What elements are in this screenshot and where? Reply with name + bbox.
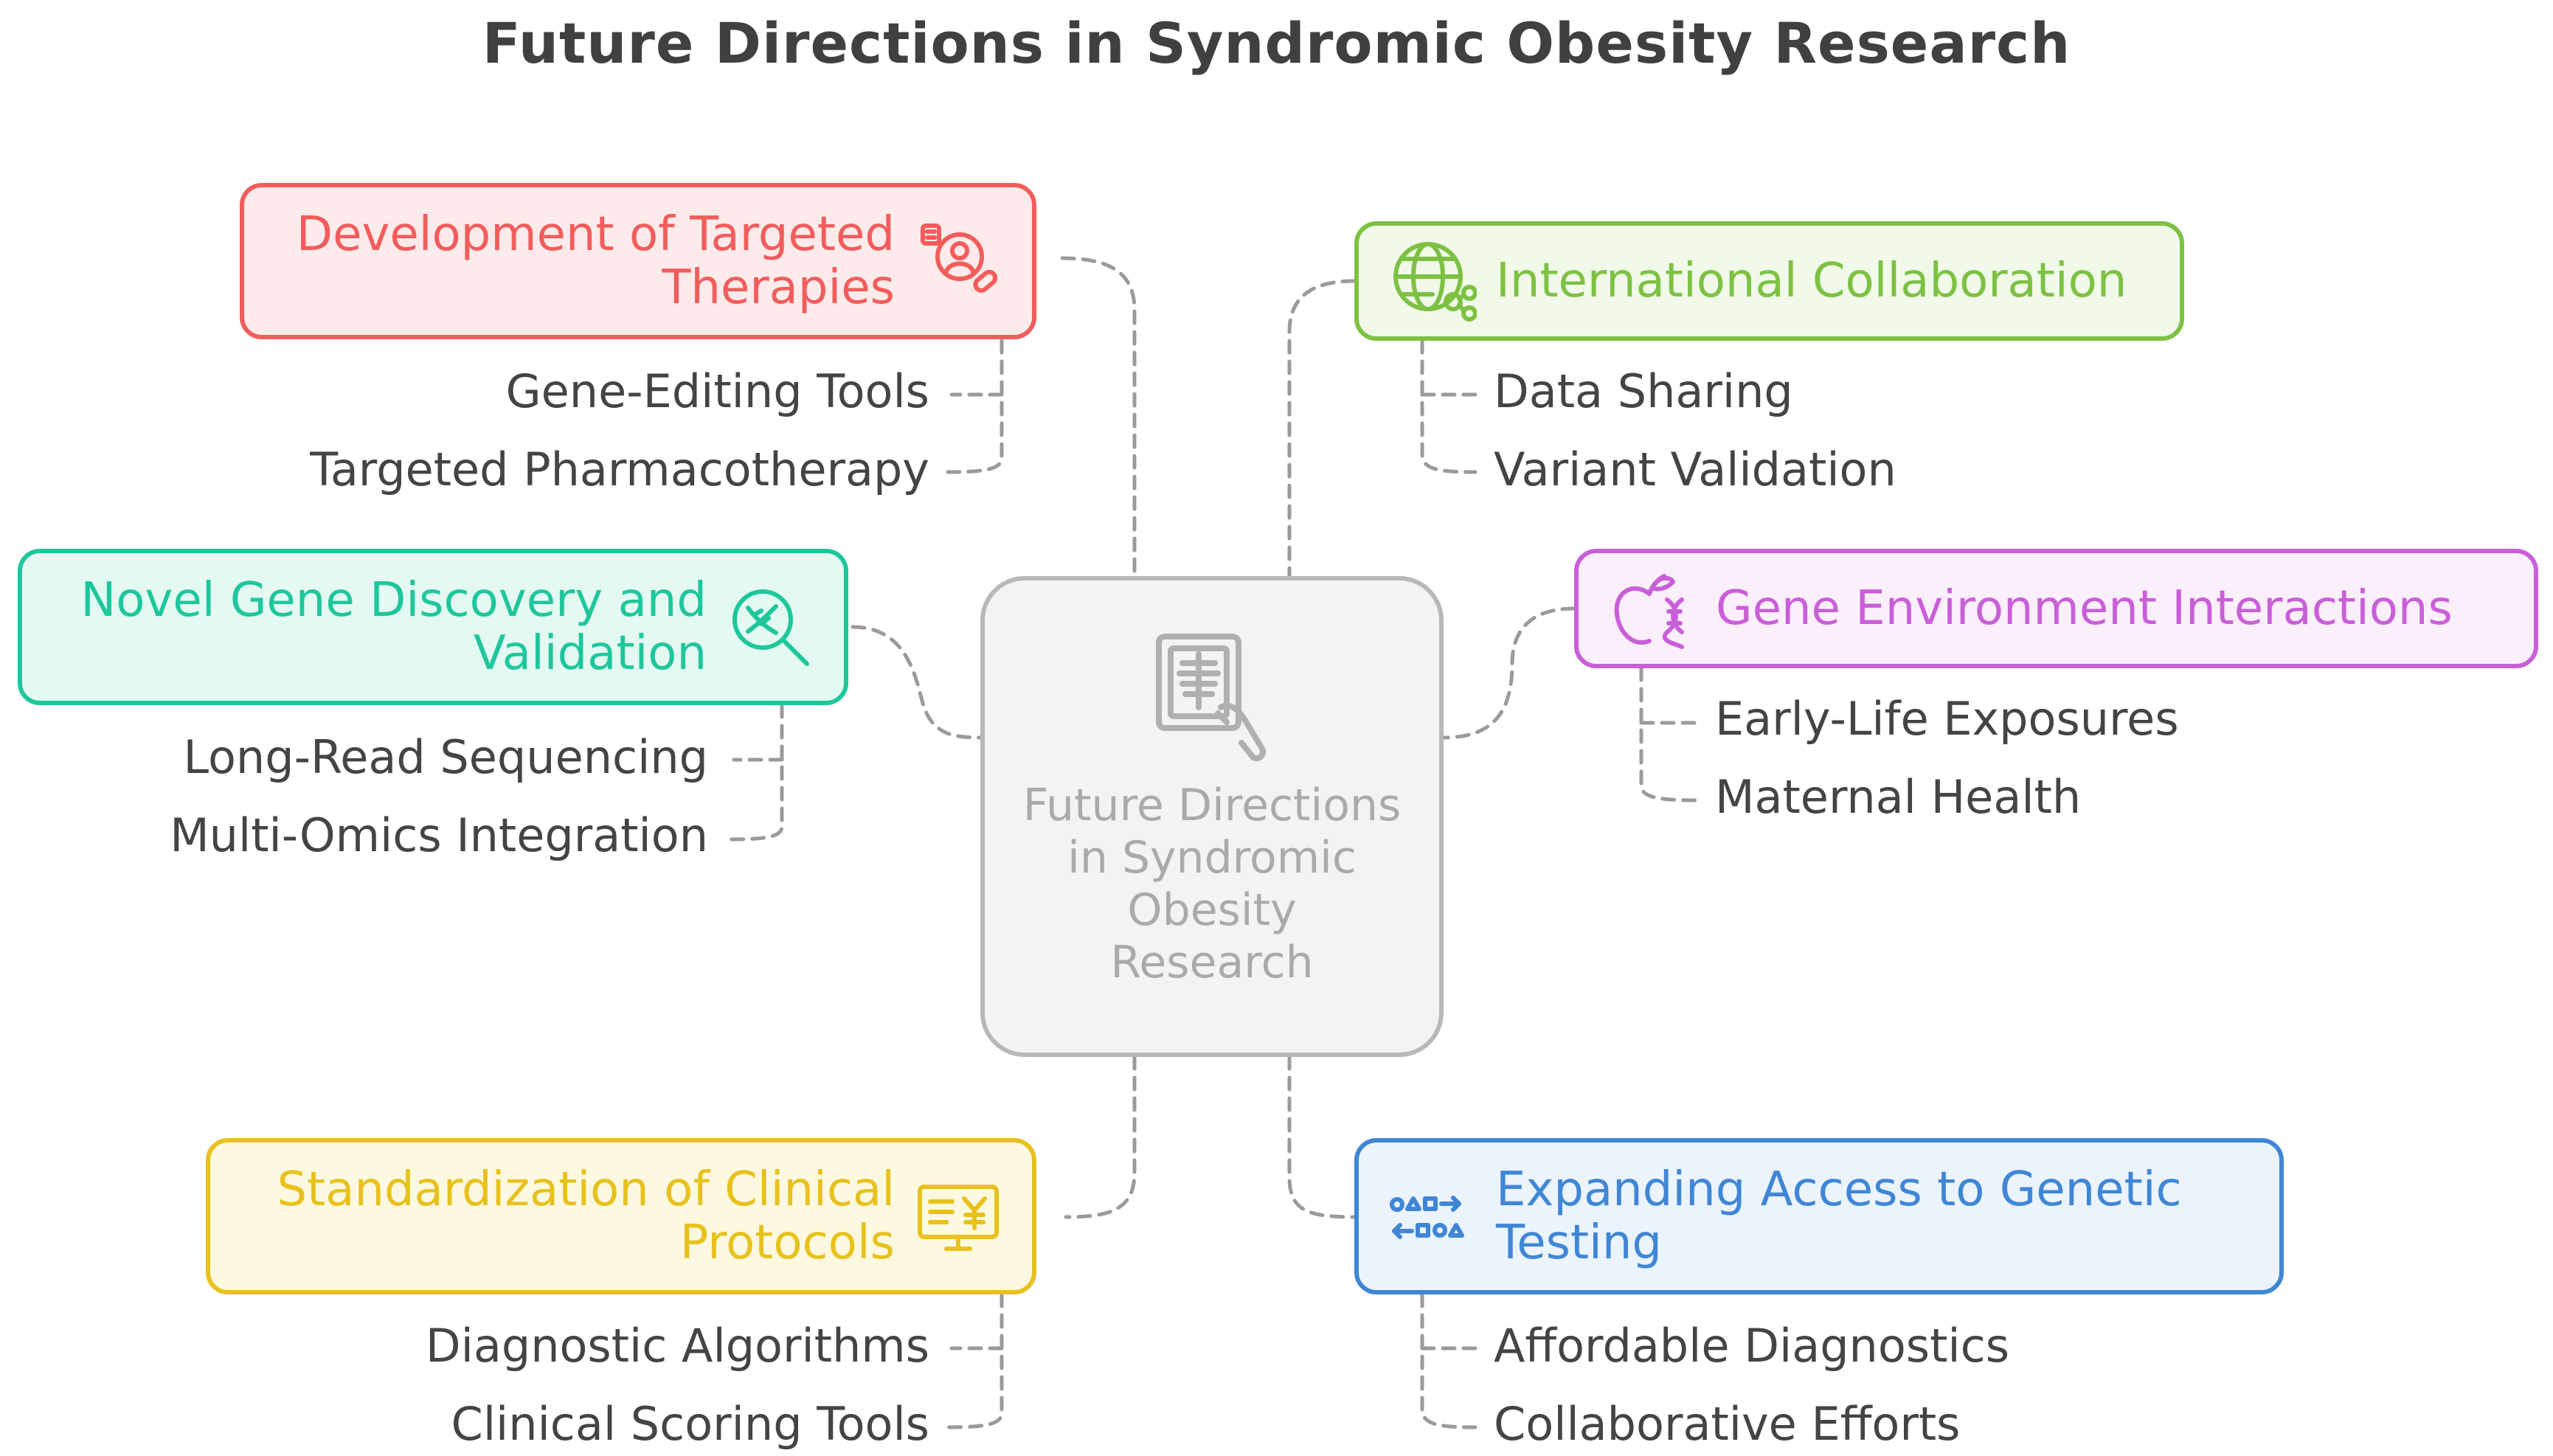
connector-subs-international-collaboration xyxy=(1420,339,1478,474)
subtopic-diagnostic-algorithms: Diagnostic Algorithms xyxy=(425,1319,929,1373)
topic-standardization-clinical-protocols: Standardization of Clinical Protocols xyxy=(206,1138,1036,1294)
topic-label: Standardization of Clinical Protocols xyxy=(277,1162,896,1270)
connector-genetic-testing xyxy=(1287,1055,1357,1219)
topic-novel-gene-discovery: Novel Gene Discovery and Validation xyxy=(18,549,848,705)
subtopic-data-sharing: Data Sharing xyxy=(1494,364,1793,418)
xray-icon xyxy=(1138,625,1286,772)
subtopic-affordable-diagnostics: Affordable Diagnostics xyxy=(1494,1319,2010,1373)
connector-subs-novel-gene-discovery xyxy=(728,703,784,842)
targeted-therapy-icon xyxy=(914,217,1002,305)
subtopic-maternal-health: Maternal Health xyxy=(1715,770,2082,824)
dna-magnifier-icon xyxy=(726,583,814,671)
protocol-monitor-icon xyxy=(914,1172,1002,1261)
central-node: Future Directions in Syndromic Obesity R… xyxy=(980,576,1444,1057)
subtopic-collaborative-efforts: Collaborative Efforts xyxy=(1494,1397,1961,1451)
central-node-label: Future Directions in Syndromic Obesity R… xyxy=(1022,780,1402,988)
topic-international-collaboration: International Collaboration xyxy=(1354,221,2184,341)
connector-subs-genetic-testing xyxy=(1420,1292,1478,1429)
topic-label: Development of Targeted Therapies xyxy=(296,207,895,315)
connector-gene-environment xyxy=(1441,606,1576,740)
connector-novel-gene-discovery xyxy=(851,625,983,740)
topic-gene-environment-interactions: Gene Environment Interactions xyxy=(1574,549,2538,668)
topic-label: Expanding Access to Genetic Testing xyxy=(1496,1162,2182,1270)
subtopic-gene-editing-tools: Gene-Editing Tools xyxy=(505,364,929,418)
connector-targeted-therapies xyxy=(1060,256,1137,578)
subtopic-targeted-pharmacotherapy: Targeted Pharmacotherapy xyxy=(310,443,929,496)
topic-expanding-access-genetic-testing: Expanding Access to Genetic Testing xyxy=(1354,1138,2284,1294)
subtopic-clinical-scoring-tools: Clinical Scoring Tools xyxy=(451,1397,929,1451)
shapes-flow-icon xyxy=(1388,1172,1477,1261)
topic-label: Gene Environment Interactions xyxy=(1716,581,2453,636)
subtopic-long-read-sequencing: Long-Read Sequencing xyxy=(183,730,708,784)
topic-targeted-therapies: Development of Targeted Therapies xyxy=(240,183,1036,339)
topic-label: Novel Gene Discovery and Validation xyxy=(80,573,707,681)
apple-dna-icon xyxy=(1608,564,1697,653)
connector-international-collaboration xyxy=(1287,279,1357,578)
connector-subs-targeted-therapies xyxy=(946,339,1004,474)
globe-network-icon xyxy=(1388,237,1477,325)
topic-label: International Collaboration xyxy=(1496,254,2127,308)
connector-clinical-protocols xyxy=(1064,1055,1137,1219)
subtopic-early-life-exposures: Early-Life Exposures xyxy=(1715,692,2179,746)
subtopic-multi-omics-integration: Multi-Omics Integration xyxy=(170,808,708,862)
diagram-title: Future Directions in Syndromic Obesity R… xyxy=(482,10,2071,76)
connector-subs-clinical-protocols xyxy=(946,1292,1004,1429)
connector-subs-gene-environment xyxy=(1639,666,1699,802)
subtopic-variant-validation: Variant Validation xyxy=(1494,443,1896,496)
